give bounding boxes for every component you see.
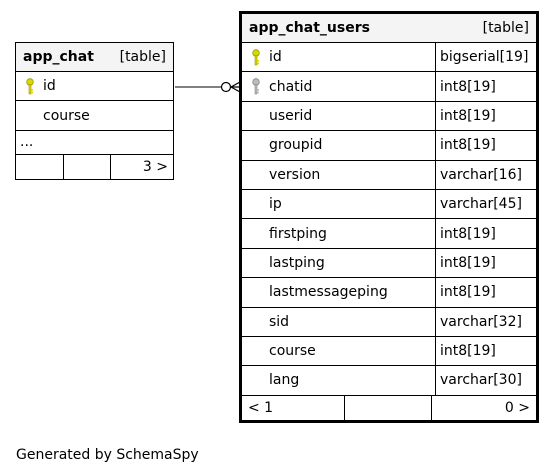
column-type: int8[19] [440, 107, 496, 124]
column-type: int8[19] [440, 78, 496, 95]
table-header: app_chat [table] [16, 43, 173, 72]
table-name: app_chat_users [249, 20, 370, 36]
footer-children-count[interactable]: 3 > [142, 158, 168, 175]
column-name: id [43, 78, 56, 95]
primary-key-icon [252, 49, 260, 66]
generator-credit: Generated by SchemaSpy [16, 447, 199, 463]
table-kind: [table] [119, 49, 166, 65]
column-row[interactable]: sid varchar[32] [242, 307, 536, 337]
column-row[interactable]: groupid int8[19] [242, 131, 536, 161]
table-kind: [table] [482, 20, 529, 36]
footer-left [16, 154, 64, 179]
column-name: course [43, 107, 90, 124]
column-row[interactable]: lastmessageping int8[19] [242, 278, 536, 308]
column-name: groupid [269, 137, 323, 154]
column-row[interactable]: lastping int8[19] [242, 248, 536, 279]
table-app-chat[interactable]: app_chat [table] id course ... 3 > [15, 42, 174, 180]
column-row[interactable]: lang varchar[30] [242, 366, 536, 396]
column-row[interactable]: id bigserial[19] [242, 43, 536, 73]
column-name: firstping [269, 225, 327, 242]
table-footer: 3 > [16, 154, 173, 179]
foreign-key-icon [252, 78, 260, 95]
primary-key-icon [26, 78, 34, 95]
zero-or-many-circle [220, 81, 232, 93]
column-row[interactable]: userid int8[19] [242, 101, 536, 132]
column-row[interactable]: id [16, 72, 173, 102]
table-header: app_chat_users [table] [242, 14, 536, 43]
column-type: bigserial[19] [440, 49, 529, 66]
footer-middle [64, 154, 111, 179]
column-name: lastmessageping [269, 284, 388, 301]
column-type: int8[19] [440, 343, 496, 360]
column-name: sid [269, 313, 290, 330]
column-type: varchar[30] [440, 372, 522, 389]
column-name: chatid [269, 78, 313, 95]
column-name: lastping [269, 254, 325, 271]
column-name: course [269, 343, 316, 360]
column-name: userid [269, 107, 313, 124]
table-name: app_chat [23, 49, 94, 65]
footer-middle [345, 395, 432, 420]
footer-children-count[interactable]: 0 > [504, 399, 530, 416]
column-type: int8[19] [440, 137, 496, 154]
column-type: int8[19] [440, 225, 496, 242]
column-row[interactable]: course [16, 101, 173, 131]
column-row[interactable]: ip varchar[45] [242, 189, 536, 220]
footer-parents-count[interactable]: < 1 [242, 395, 345, 420]
column-row[interactable]: chatid int8[19] [242, 72, 536, 102]
table-footer: < 1 0 > [242, 395, 536, 420]
column-type: varchar[16] [440, 166, 522, 183]
column-name: version [269, 166, 321, 183]
column-row[interactable]: version varchar[16] [242, 160, 536, 190]
column-type: int8[19] [440, 254, 496, 271]
column-row[interactable]: course int8[19] [242, 336, 536, 367]
column-type: varchar[32] [440, 313, 522, 330]
more-columns-indicator: ... [16, 131, 173, 155]
column-name: ip [269, 196, 282, 213]
column-row[interactable]: firstping int8[19] [242, 219, 536, 249]
column-name: id [269, 49, 282, 66]
column-name: lang [269, 372, 300, 389]
table-app-chat-users[interactable]: app_chat_users [table] id bigserial[19] … [239, 11, 539, 423]
column-type: varchar[45] [440, 196, 522, 213]
column-type: int8[19] [440, 284, 496, 301]
